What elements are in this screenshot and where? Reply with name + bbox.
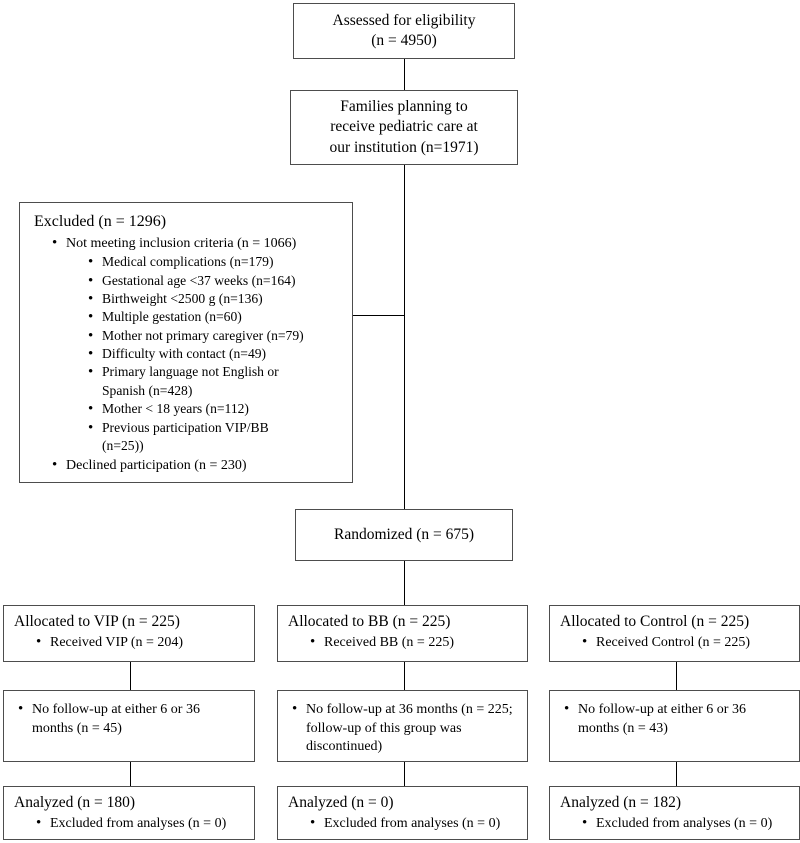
followup-bb-list: No follow-up at 36 months (n = 225; foll…	[284, 700, 517, 757]
excluded-list-item: Not meeting inclusion criteria (n = 1066…	[52, 234, 342, 456]
excluded-sublist-item: Mother < 18 years (n=112)	[88, 399, 342, 420]
randomized-label: Randomized (n = 675)	[333, 525, 475, 543]
connector-bb-followup-to-analysis	[404, 762, 405, 786]
analysis-control-list: Excluded from analyses (n = 0)	[560, 814, 791, 834]
node-followup-bb: No follow-up at 36 months (n = 225; foll…	[277, 690, 528, 762]
node-followup-vip: No follow-up at either 6 or 36 months (n…	[3, 690, 255, 762]
excluded-sublist: Medical complications (n=179) Gestationa…	[66, 252, 342, 456]
analysis-vip-heading: Analyzed (n = 180)	[14, 794, 136, 811]
connector-families-to-randomized	[404, 164, 405, 509]
analysis-bb-heading: Analyzed (n = 0)	[288, 794, 394, 811]
assessed-line-1: Assessed for eligibility	[332, 11, 476, 29]
excluded-item-label: Not meeting inclusion criteria (n = 1066…	[66, 235, 297, 251]
followup-bb-bullet: No follow-up at 36 months (n = 225; foll…	[292, 700, 517, 757]
excluded-sublist-item: Birthweight <2500 g (n=136)	[88, 289, 342, 310]
node-analysis-vip: Analyzed (n = 180) Excluded from analyse…	[3, 786, 255, 840]
connector-control-allocation-to-followup	[676, 662, 677, 690]
connector-control-followup-to-analysis	[676, 762, 677, 786]
connector-vip-followup-to-analysis	[130, 762, 131, 786]
excluded-sublist-item: Multiple gestation (n=60)	[88, 307, 342, 328]
node-excluded: Excluded (n = 1296) Not meeting inclusio…	[19, 202, 353, 483]
node-followup-control: No follow-up at either 6 or 36 months (n…	[549, 690, 800, 762]
node-families-planning: Families planning to receive pediatric c…	[290, 90, 518, 165]
analysis-vip-list: Excluded from analyses (n = 0)	[14, 814, 246, 834]
analysis-vip-bullet: Excluded from analyses (n = 0)	[36, 814, 246, 834]
node-assessed-for-eligibility: Assessed for eligibility (n = 4950)	[293, 3, 515, 59]
excluded-sublist-item: Previous participation VIP/BB (n=25))	[88, 418, 307, 456]
node-randomized: Randomized (n = 675)	[295, 509, 513, 561]
node-allocation-bb: Allocated to BB (n = 225) Received BB (n…	[277, 605, 528, 662]
connector-to-excluded-box	[352, 315, 405, 316]
excluded-sublist-item: Medical complications (n=179)	[88, 252, 342, 273]
connector-randomized-to-allocation	[404, 561, 405, 605]
node-analysis-bb: Analyzed (n = 0) Excluded from analyses …	[277, 786, 528, 840]
followup-control-list: No follow-up at either 6 or 36 months (n…	[556, 700, 789, 738]
connector-vip-allocation-to-followup	[130, 662, 131, 690]
allocation-vip-list: Received VIP (n = 204)	[14, 633, 246, 653]
families-line-3: our institution (n=1971)	[329, 138, 479, 156]
allocation-control-heading: Allocated to Control (n = 225)	[560, 613, 750, 630]
analysis-control-heading: Analyzed (n = 182)	[560, 794, 682, 811]
allocation-bb-list: Received BB (n = 225)	[288, 633, 519, 653]
allocation-vip-heading: Allocated to VIP (n = 225)	[14, 613, 180, 630]
connector-assessed-to-families	[404, 58, 405, 90]
excluded-heading: Excluded (n = 1296)	[34, 213, 167, 230]
followup-control-bullet: No follow-up at either 6 or 36 months (n…	[564, 700, 789, 738]
excluded-sublist-item: Gestational age <37 weeks (n=164)	[88, 271, 342, 292]
allocation-vip-bullet: Received VIP (n = 204)	[36, 633, 246, 653]
allocation-bb-bullet: Received BB (n = 225)	[310, 633, 519, 653]
assessed-line-2: (n = 4950)	[371, 32, 437, 49]
followup-vip-list: No follow-up at either 6 or 36 months (n…	[10, 700, 244, 738]
excluded-list: Not meeting inclusion criteria (n = 1066…	[34, 234, 342, 476]
node-allocation-control: Allocated to Control (n = 225) Received …	[549, 605, 800, 662]
excluded-list-item: Declined participation (n = 230)	[52, 456, 342, 476]
node-allocation-vip: Allocated to VIP (n = 225) Received VIP …	[3, 605, 255, 662]
analysis-control-bullet: Excluded from analyses (n = 0)	[582, 814, 791, 834]
allocation-control-bullet: Received Control (n = 225)	[582, 633, 791, 653]
excluded-sublist-item: Difficulty with contact (n=49)	[88, 344, 342, 365]
allocation-bb-heading: Allocated to BB (n = 225)	[288, 613, 451, 630]
families-line-1: Families planning to	[340, 98, 468, 116]
families-line-2: receive pediatric care at	[330, 118, 478, 136]
node-analysis-control: Analyzed (n = 182) Excluded from analyse…	[549, 786, 800, 840]
excluded-sublist-item: Primary language not English or Spanish …	[88, 362, 317, 400]
excluded-sublist-item: Mother not primary caregiver (n=79)	[88, 326, 342, 347]
followup-vip-bullet: No follow-up at either 6 or 36 months (n…	[18, 700, 244, 738]
analysis-bb-list: Excluded from analyses (n = 0)	[288, 814, 519, 834]
allocation-control-list: Received Control (n = 225)	[560, 633, 791, 653]
analysis-bb-bullet: Excluded from analyses (n = 0)	[310, 814, 519, 834]
connector-bb-allocation-to-followup	[404, 662, 405, 690]
